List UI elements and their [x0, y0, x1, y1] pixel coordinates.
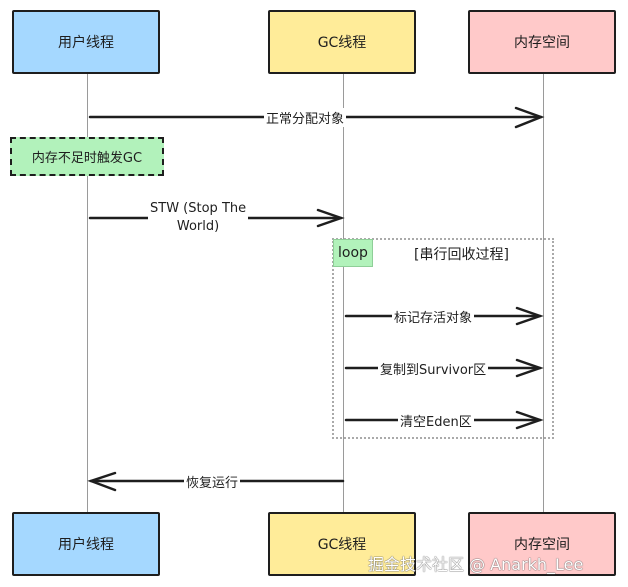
message-label-copy: 复制到Survivor区 — [378, 359, 489, 378]
participant-label: 用户线程 — [58, 35, 114, 51]
participant-gc-top: GC线程 — [268, 10, 416, 74]
message-label-resume: 恢复运行 — [184, 472, 241, 491]
participant-user-bottom: 用户线程 — [12, 512, 160, 576]
loop-frame — [332, 238, 554, 439]
participant-label: GC线程 — [317, 537, 367, 553]
lifeline-mem — [543, 74, 544, 512]
participant-label: 内存空间 — [514, 537, 570, 553]
participant-label: 内存空间 — [514, 35, 570, 51]
watermark: 掘金技术社区 @ Anarkh_Lee — [368, 555, 584, 574]
participant-mem-bottom: 内存空间 — [468, 512, 616, 576]
note-trigger-gc: 内存不足时触发GC — [10, 137, 164, 176]
participant-label: GC线程 — [317, 35, 367, 51]
message-label-stw: STW (Stop The World) — [148, 200, 249, 236]
loop-title: [串行回收过程] — [414, 247, 509, 263]
lifeline-gc — [343, 74, 344, 512]
lifeline-user — [87, 74, 88, 512]
message-label-clear: 清空Eden区 — [398, 411, 474, 430]
message-label-alloc: 正常分配对象 — [264, 108, 347, 127]
loop-tag: loop — [333, 239, 373, 267]
participant-user-top: 用户线程 — [12, 10, 160, 74]
participant-gc-bottom: GC线程 — [268, 512, 416, 576]
message-label-mark: 标记存活对象 — [392, 307, 475, 326]
participant-label: 用户线程 — [58, 537, 114, 553]
participant-mem-top: 内存空间 — [468, 10, 616, 74]
